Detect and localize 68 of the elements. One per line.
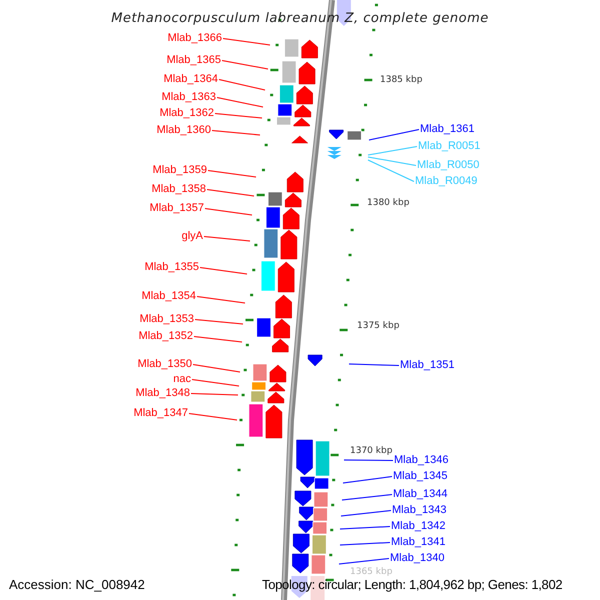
leader-line	[188, 413, 238, 420]
gene-label: Mlab_1361	[420, 123, 474, 136]
leader-line	[204, 236, 250, 242]
gene-label: Mlab_1366	[168, 32, 222, 45]
gene-label: Mlab_1359	[152, 164, 207, 177]
leader-line	[192, 379, 240, 386]
leader-line	[344, 460, 394, 461]
gene-label: Mlab_R0051	[418, 140, 480, 153]
gene-label: Mlab_1350	[138, 358, 192, 371]
gene-label: Mlab_1346	[394, 454, 448, 467]
gene-label: Mlab_1344	[393, 488, 448, 501]
leader-line	[222, 60, 268, 70]
leader-line	[212, 130, 260, 136]
leader-line	[368, 156, 416, 166]
leader-line	[338, 558, 390, 564]
gene-label: Mlab_1362	[160, 107, 214, 120]
gene-label: Mlab_1363	[162, 91, 216, 104]
leader-line	[222, 38, 270, 46]
leader-line	[368, 160, 414, 182]
leader-line	[216, 97, 264, 108]
gene-label: Mlab_1343	[392, 504, 446, 517]
leader-line	[342, 476, 392, 484]
leader-line	[206, 189, 254, 196]
gene-label: Mlab_1352	[138, 330, 193, 343]
gene-label: Mlab_1357	[150, 202, 204, 215]
leader-line	[348, 364, 400, 366]
leader-line	[340, 510, 392, 516]
gene-label: Mlab_R0050	[417, 159, 480, 172]
leader-line	[204, 208, 252, 216]
leader-line	[196, 296, 246, 304]
gene-label: Mlab_1360	[156, 124, 211, 137]
gene-label: Mlab_1340	[390, 552, 444, 565]
leader-line	[218, 79, 266, 90]
scale-label: 1380 kbp	[367, 198, 410, 209]
gene-label: Mlab_1351	[400, 359, 454, 372]
gene-label: Mlab_1364	[164, 73, 218, 86]
leader-line	[192, 364, 240, 372]
leader-line	[340, 526, 390, 530]
accession-label: Accession: NC_008942	[9, 577, 145, 593]
leader-line	[190, 393, 238, 396]
leader-line	[208, 170, 256, 178]
scale-label: 1365 kbp	[350, 567, 392, 578]
gene-label: Mlab_1354	[142, 290, 196, 303]
scale-label: 1385 kbp	[380, 75, 422, 86]
gene-label: nac	[173, 373, 191, 386]
map-title: Methanocorpusculum labreanum Z, complete genome	[110, 10, 490, 27]
gene-label: Mlab_1342	[391, 520, 446, 533]
gene-label: Mlab_1358	[152, 183, 206, 196]
scale-label: 1370 kbp	[350, 446, 392, 457]
leader-line	[342, 494, 392, 500]
leader-line	[194, 336, 242, 342]
gene-label: Mlab_R0049	[415, 175, 478, 188]
leader-line	[214, 113, 262, 118]
gene-label: Mlab_1365	[166, 54, 221, 67]
leader-line	[368, 129, 420, 140]
genome-summary: Topology: circular; Length: 1,804,962 bp; Genes: 1,802	[262, 577, 562, 593]
gene-label: Mlab_1341	[391, 536, 446, 549]
leader-line	[194, 319, 244, 324]
gene-label: Mlab_1355	[144, 261, 199, 274]
leader-line	[340, 542, 390, 546]
gene-label: glyA	[182, 230, 203, 243]
gene-label: Mlab_1348	[136, 387, 190, 400]
leader-line	[200, 267, 248, 274]
gene-label: Mlab_1347	[134, 407, 188, 420]
gene-label: Mlab_1353	[140, 313, 194, 326]
leader-line	[368, 146, 418, 156]
scale-label: 1375 kbp	[357, 321, 400, 332]
gene-label: Mlab_1345	[393, 470, 448, 483]
